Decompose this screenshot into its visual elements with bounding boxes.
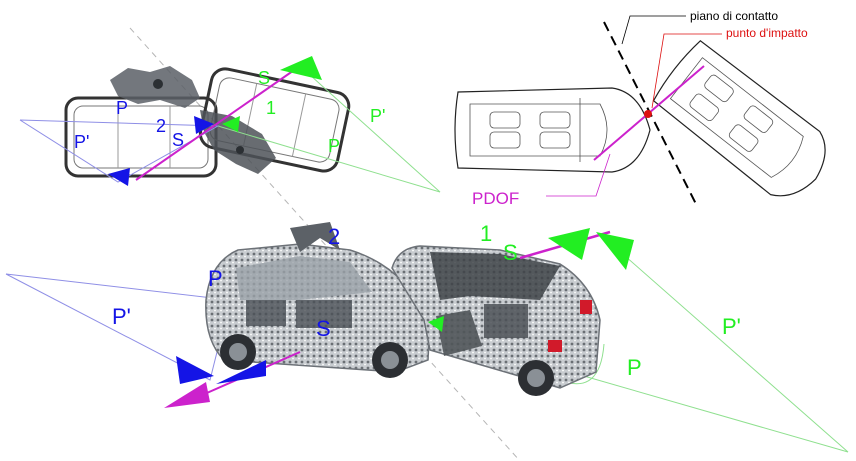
b-label-Pprime-blue: P' [112, 304, 131, 329]
blue-arrow-head-impact [194, 116, 214, 134]
tl-label-S-green: S [258, 68, 270, 88]
blue-arrow-head-bottom [108, 168, 130, 186]
tl-label-P-green: P [328, 136, 340, 156]
bottom-blue-arrow-left [176, 356, 214, 384]
bottom-blue-arrow-right [216, 360, 266, 384]
green-arrow-head-impact [222, 116, 240, 132]
reference-dashed-line [129, 27, 521, 461]
schematic-vehicle-left [454, 87, 651, 173]
tl-label-Pprime-blue: P' [74, 132, 89, 152]
bottom-magenta-arrow [164, 382, 210, 408]
top-right-panel: piano di contatto punto d'impatto PDOF [454, 9, 826, 208]
b-label-P-green: P [627, 355, 642, 380]
b-label-Pprime-green: P' [722, 314, 741, 339]
tl-label-Pprime-green: P' [370, 106, 385, 126]
label-pdof: PDOF [472, 189, 519, 208]
tl-label-P-blue: P [116, 98, 128, 118]
b-label-S-green: S [503, 240, 518, 265]
vehicle-1-force-triangle [217, 65, 441, 193]
top-left-pdof-line [135, 65, 301, 181]
wrecked-vehicle-2 [205, 222, 431, 378]
label-piano-di-contatto: piano di contatto [690, 9, 778, 23]
bottom-panel: 1 S P P' 2 P S P' [5, 221, 849, 453]
top-left-panel: S 1 P P' P 2 S P' [19, 27, 521, 461]
b-label-S-blue: S [316, 316, 331, 341]
b-label-1: 1 [480, 221, 492, 246]
tl-label-1: 1 [266, 98, 276, 118]
plane-leader-line [621, 15, 686, 45]
impact-point-marker [644, 110, 652, 118]
green-arrow-head-top [280, 56, 322, 80]
b-label-P-blue: P [208, 266, 223, 291]
vehicle-2-force-triangle [19, 119, 220, 183]
pdof-leader-line [546, 153, 611, 197]
tl-label-S-blue: S [172, 130, 184, 150]
b-label-2: 2 [328, 224, 340, 249]
bottom-green-arrow-left [548, 228, 590, 260]
bottom-green-arrow-impact [428, 316, 444, 332]
wrecked-vehicle-1 [391, 245, 601, 396]
label-punto-impatto: punto d'impatto [726, 26, 808, 40]
bottom-green-arrow-right [596, 232, 634, 270]
schematic-vehicle-right [652, 40, 826, 197]
impact-leader-line [651, 33, 722, 109]
tl-label-2: 2 [156, 116, 166, 136]
